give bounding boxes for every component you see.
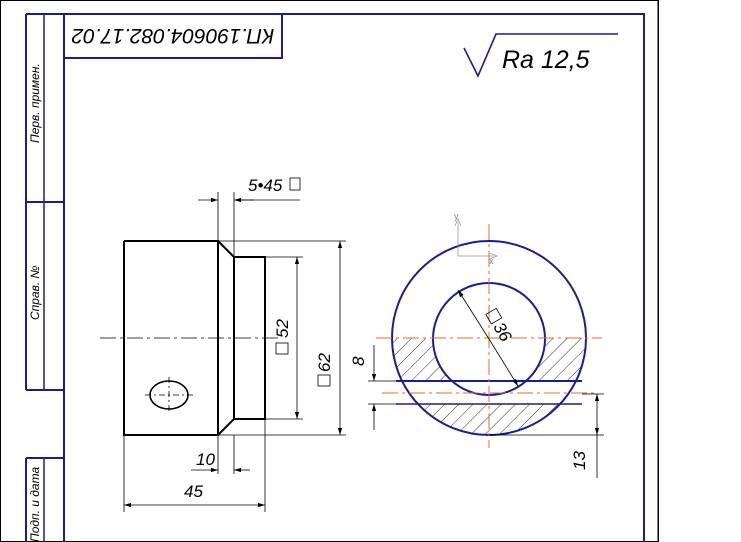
section-dimensions — [368, 345, 604, 478]
dim-offset-8: 8 — [349, 356, 368, 366]
front-dimensions — [123, 192, 346, 512]
diameter-box-icon — [485, 307, 503, 325]
dim-length-10: 10 — [196, 450, 215, 469]
side-stamp: Перв. примен. Справ. № Подп. и дата — [25, 13, 64, 542]
dim-length-45: 45 — [184, 482, 203, 501]
coordinate-axes — [454, 217, 499, 260]
dim-chamfer: 5•45 — [248, 176, 283, 195]
stamp-sprav-no: Справ. № — [28, 265, 42, 320]
diameter-box-icon — [317, 374, 331, 387]
stamp-perv-primen: Перв. примен. — [28, 63, 42, 143]
front-dimension-labels: 5•45 52 62 10 45 — [184, 176, 334, 501]
degree-box-icon — [289, 177, 301, 191]
roughness-symbol: Ra 12,5 — [463, 33, 618, 78]
diameter-box-icon — [275, 342, 289, 355]
sheet-frame — [0, 0, 659, 542]
dim-offset-13: 13 — [570, 451, 589, 470]
stamp-podp-i-data: Подп. и дата — [28, 467, 42, 542]
dim-diameter-62: 62 — [315, 353, 334, 372]
dim-diameter-52: 52 — [273, 319, 292, 338]
roughness-label: Ra 12,5 — [502, 46, 590, 74]
axis-y-label: y — [454, 211, 459, 221]
axis-x-label: x — [489, 256, 494, 266]
title-block: КП.190604.082.17.02 — [63, 13, 283, 59]
drawing-code: КП.190604.082.17.02 — [71, 24, 274, 47]
